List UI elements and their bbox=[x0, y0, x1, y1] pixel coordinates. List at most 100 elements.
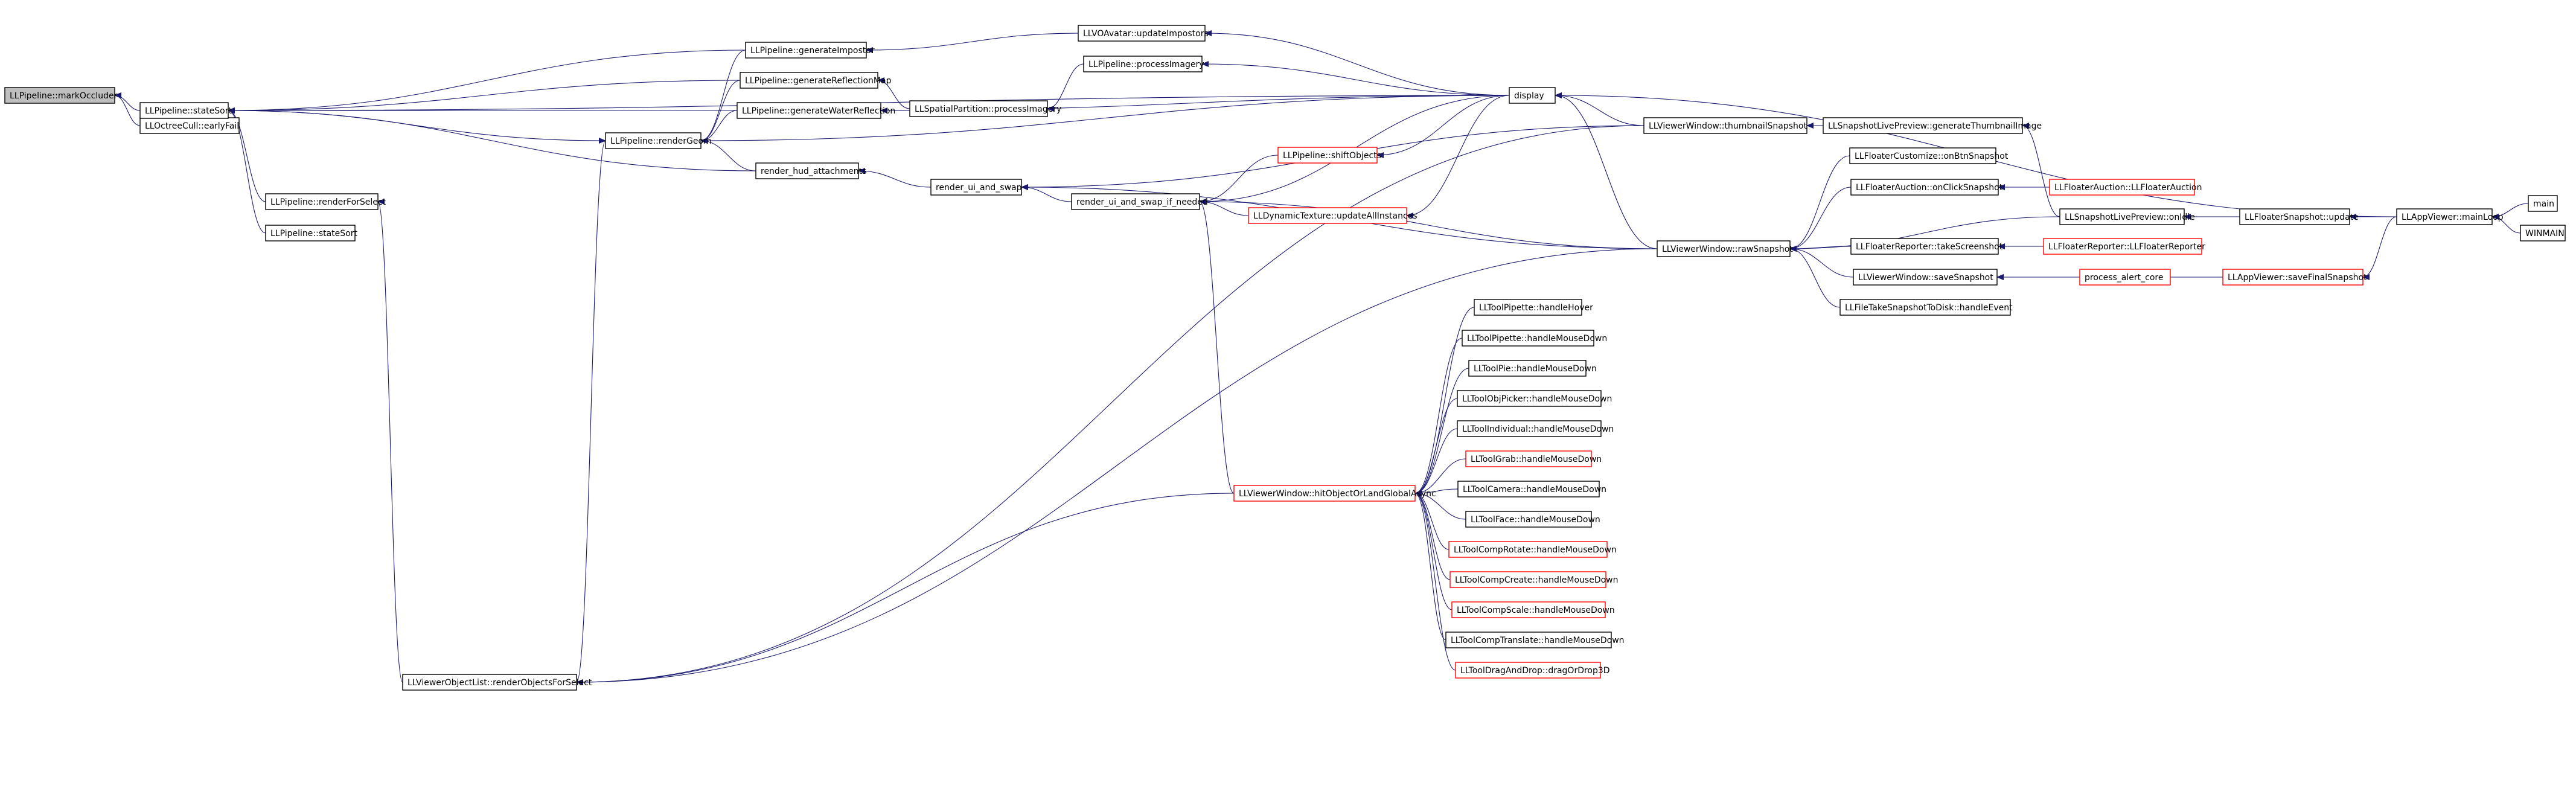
node-label: LLAppViewer::mainLoop bbox=[2402, 213, 2504, 222]
node-process-alert-core[interactable]: process_alert_core bbox=[2079, 269, 2171, 286]
edge-render-objects-for-select-to-render-for-select bbox=[377, 199, 403, 683]
node-label: LLSnapshotLivePreview::generateThumbnail… bbox=[1828, 121, 2042, 131]
node-mark-occluder[interactable]: LLPipeline::markOccluder bbox=[4, 87, 118, 104]
node-state-sort-b[interactable]: LLPipeline::stateSort bbox=[265, 225, 357, 241]
node-snapshot-update[interactable]: LLFloaterSnapshot::update bbox=[2239, 208, 2359, 225]
node-render-ui-and-swap-if-needed[interactable]: render_ui_and_swap_if_needed bbox=[1071, 193, 1208, 210]
node-label: LLToolPie::handleMouseDown bbox=[1474, 364, 1597, 374]
node-state-sort-a[interactable]: LLPipeline::stateSort bbox=[139, 102, 232, 119]
node-label: main bbox=[2533, 199, 2554, 209]
node-individual-mouse-down[interactable]: LLToolIndividual::handleMouseDown bbox=[1457, 420, 1614, 437]
edge-comp-scale-mouse-down-to-hit-object-or-land bbox=[1414, 490, 1453, 610]
node-comp-rotate-mouse-down[interactable]: LLToolCompRotate::handleMouseDown bbox=[1448, 541, 1617, 558]
node-box bbox=[745, 42, 867, 59]
node-drag-or-drop3-d[interactable]: LLToolDragAndDrop::dragOrDrop3D bbox=[1455, 662, 1610, 679]
node-label: LLViewerWindow::rawSnapshot bbox=[1662, 245, 1793, 254]
node-box bbox=[1474, 299, 1582, 316]
node-label: LLToolCompTranslate::handleMouseDown bbox=[1451, 636, 1625, 645]
edge-shift-objects-to-render-ui-and-swap-if-needed bbox=[1199, 155, 1279, 205]
node-label: LLPipeline::generateWaterReflection bbox=[742, 106, 895, 116]
edge-render-ui-and-swap-to-render-hud bbox=[858, 168, 932, 188]
node-update-impostors[interactable]: LLVOAvatar::updateImpostors bbox=[1078, 25, 1209, 42]
edge-generate-reflection-map-to-state-sort-a bbox=[228, 80, 741, 114]
node-box bbox=[1233, 485, 1416, 502]
edge-render-hud-to-render-geom bbox=[700, 138, 756, 171]
node-shift-objects[interactable]: LLPipeline::shiftObjects bbox=[1277, 147, 1381, 164]
node-pipeline-process-imagery[interactable]: LLPipeline::processImagery bbox=[1083, 56, 1204, 72]
node-main[interactable]: main bbox=[2528, 195, 2558, 212]
node-update-all-instances[interactable]: LLDynamicTexture::updateAllInstances bbox=[1248, 207, 1417, 224]
node-customize-on-btn-snapshot[interactable]: LLFloaterCustomize::onBtnSnapshot bbox=[1849, 147, 2009, 164]
node-box bbox=[1248, 207, 1407, 224]
edge-drag-or-drop3-d-to-hit-object-or-land bbox=[1414, 490, 1456, 671]
edge-render-objects-for-select-to-render-geom bbox=[576, 138, 606, 683]
node-box bbox=[1462, 330, 1594, 347]
node-comp-create-mouse-down[interactable]: LLToolCompCreate::handleMouseDown bbox=[1449, 571, 1619, 588]
node-face-mouse-down[interactable]: LLToolFace::handleMouseDown bbox=[1465, 511, 1600, 528]
node-grab-mouse-down[interactable]: LLToolGrab::handleMouseDown bbox=[1465, 450, 1602, 467]
node-raw-snapshot[interactable]: LLViewerWindow::rawSnapshot bbox=[1657, 240, 1793, 257]
node-label: LLViewerWindow::hitObjectOrLandGlobalAsy… bbox=[1239, 489, 1436, 499]
node-box bbox=[1078, 25, 1206, 42]
node-save-snapshot[interactable]: LLViewerWindow::saveSnapshot bbox=[1853, 269, 1998, 286]
node-hit-object-or-land[interactable]: LLViewerWindow::hitObjectOrLandGlobalAsy… bbox=[1233, 485, 1436, 502]
node-box bbox=[265, 225, 356, 241]
node-box bbox=[1849, 147, 1996, 164]
node-label: render_ui_and_swap_if_needed bbox=[1076, 197, 1208, 207]
node-label: LLPipeline::stateSort bbox=[270, 229, 357, 238]
node-label: LLToolCompCreate::handleMouseDown bbox=[1455, 575, 1619, 585]
node-camera-mouse-down[interactable]: LLToolCamera::handleMouseDown bbox=[1457, 481, 1606, 497]
node-generate-reflection-map[interactable]: LLPipeline::generateReflectionMap bbox=[740, 72, 892, 89]
node-comp-scale-mouse-down[interactable]: LLToolCompScale::handleMouseDown bbox=[1451, 601, 1615, 618]
node-label: LLViewerObjectList::renderObjectsForSele… bbox=[407, 678, 592, 688]
node-render-objects-for-select[interactable]: LLViewerObjectList::renderObjectsForSele… bbox=[402, 674, 592, 691]
node-generate-thumbnail-image[interactable]: LLSnapshotLivePreview::generateThumbnail… bbox=[1823, 117, 2042, 134]
node-label: display bbox=[1514, 91, 1544, 101]
node-box bbox=[1455, 662, 1601, 679]
node-floater-reporter-ctor[interactable]: LLFloaterReporter::LLFloaterReporter bbox=[2043, 238, 2205, 255]
node-main-loop[interactable]: LLAppViewer::mainLoop bbox=[2396, 208, 2504, 225]
node-render-hud[interactable]: render_hud_attachments bbox=[755, 162, 866, 179]
node-render-ui-and-swap[interactable]: render_ui_and_swap bbox=[930, 179, 1022, 196]
node-obj-picker-mouse-down[interactable]: LLToolObjPicker::handleMouseDown bbox=[1457, 390, 1612, 407]
node-pipette-mouse-down[interactable]: LLToolPipette::handleMouseDown bbox=[1462, 330, 1607, 347]
edge-individual-mouse-down-to-hit-object-or-land bbox=[1414, 428, 1458, 496]
node-comp-translate-mouse-down[interactable]: LLToolCompTranslate::handleMouseDown bbox=[1445, 632, 1625, 648]
node-thumbnail-snapshot[interactable]: LLViewerWindow::thumbnailSnapshot bbox=[1643, 117, 1807, 134]
node-take-screenshot[interactable]: LLFloaterReporter::takeScreenshot bbox=[1850, 238, 2003, 255]
node-pipette-hover[interactable]: LLToolPipette::handleHover bbox=[1474, 299, 1593, 316]
edge-raw-snapshot-to-render-ui-and-swap-if-needed bbox=[1199, 199, 1658, 249]
edge-obj-picker-mouse-down-to-hit-object-or-land bbox=[1414, 398, 1458, 496]
node-display[interactable]: display bbox=[1509, 87, 1556, 104]
edge-early-fail-to-mark-occluder bbox=[114, 92, 141, 126]
node-pie-mouse-down[interactable]: LLToolPie::handleMouseDown bbox=[1468, 360, 1597, 377]
node-label: LLSnapshotLivePreview::onIdle bbox=[2065, 213, 2195, 222]
node-label: LLToolFace::handleMouseDown bbox=[1471, 515, 1600, 525]
node-generate-impostor[interactable]: LLPipeline::generateImpostor bbox=[745, 42, 875, 59]
node-save-final-snapshot[interactable]: LLAppViewer::saveFinalSnapshot bbox=[2222, 269, 2367, 286]
node-label: LLPipeline::generateReflectionMap bbox=[745, 76, 892, 86]
node-label: LLFloaterReporter::takeScreenshot bbox=[1856, 242, 2003, 252]
node-file-take-snapshot[interactable]: LLFileTakeSnapshotToDisk::handleEvent bbox=[1839, 299, 2013, 316]
node-render-geom[interactable]: LLPipeline::renderGeom bbox=[605, 132, 712, 149]
node-label: LLSpatialPartition::processImagery bbox=[915, 104, 1061, 114]
edge-comp-rotate-mouse-down-to-hit-object-or-land bbox=[1414, 490, 1449, 550]
node-on-idle[interactable]: LLSnapshotLivePreview::onIdle bbox=[2059, 208, 2195, 225]
node-auction-on-click-snapshot[interactable]: LLFloaterAuction::onClickSnapshot bbox=[1850, 179, 2003, 196]
edge-update-impostors-to-generate-impostor bbox=[866, 33, 1079, 53]
node-box bbox=[139, 102, 229, 119]
node-winmain[interactable]: WINMAIN bbox=[2520, 225, 2566, 241]
node-early-fail[interactable]: LLOctreeCull::earlyFail bbox=[139, 117, 240, 134]
node-box bbox=[740, 72, 878, 89]
node-box bbox=[2239, 208, 2350, 225]
node-generate-water-reflection[interactable]: LLPipeline::generateWaterReflection bbox=[737, 102, 895, 119]
edge-render-hud-to-state-sort-a bbox=[228, 107, 756, 171]
edge-hit-object-or-land-to-render-ui-and-swap-if-needed bbox=[1199, 199, 1235, 494]
node-box bbox=[930, 179, 1022, 196]
node-box bbox=[2520, 225, 2566, 241]
node-spatial-process-imagery[interactable]: LLSpatialPartition::processImagery bbox=[909, 100, 1061, 117]
node-label: LLPipeline::renderForSelect bbox=[270, 197, 386, 207]
node-render-for-select[interactable]: LLPipeline::renderForSelect bbox=[265, 193, 386, 210]
node-box bbox=[1457, 420, 1602, 437]
node-floater-auction-ctor[interactable]: LLFloaterAuction::LLFloaterAuction bbox=[2049, 179, 2202, 196]
